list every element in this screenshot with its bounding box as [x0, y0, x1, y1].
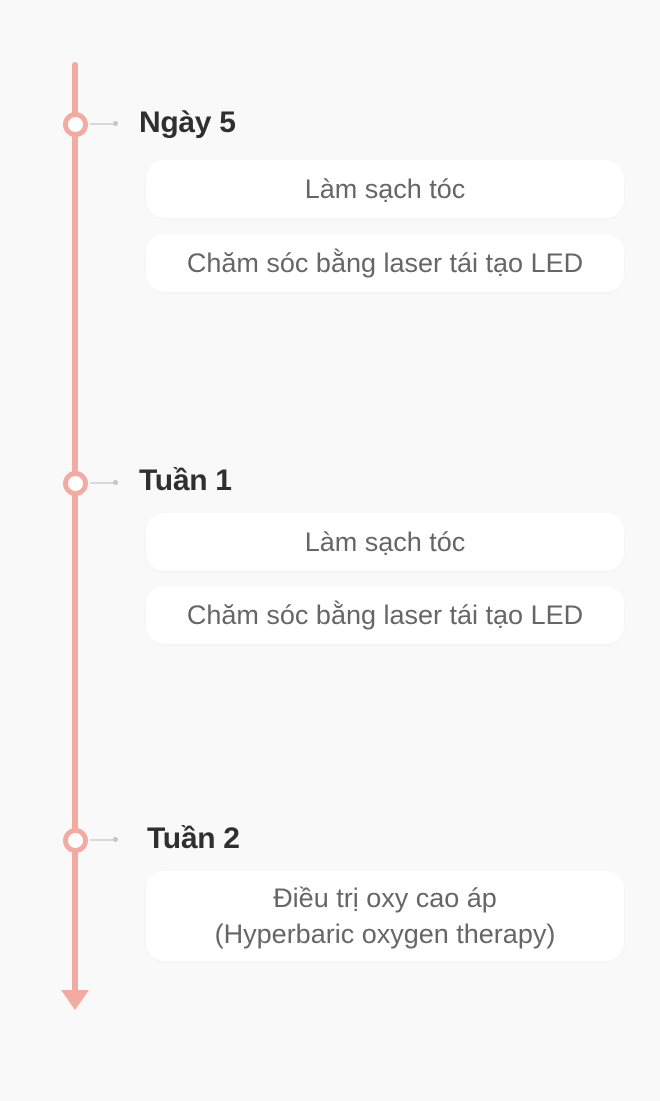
stage-connector-dot	[113, 121, 118, 126]
stage-connector	[90, 482, 114, 484]
timeline-node-icon	[63, 828, 88, 853]
stage-item-text: (Hyperbaric oxygen therapy)	[214, 919, 556, 949]
stage-item-text: Chăm sóc bằng laser tái tạo LED	[186, 600, 584, 630]
stage-title: Ngày 5	[139, 106, 236, 139]
timeline-node-icon	[63, 112, 88, 137]
stage-connector-dot	[113, 480, 118, 485]
stage-connector	[90, 123, 114, 125]
stage-title: Tuần 1	[139, 464, 232, 497]
timeline-node-icon	[63, 471, 88, 496]
stage-connector	[90, 839, 114, 841]
timeline-arrow-down-icon	[61, 990, 89, 1010]
stage-title: Tuần 2	[147, 822, 240, 855]
stage-item: Làm sạch tóc	[146, 513, 624, 571]
stage-item-text: Điều trị oxy cao áp	[273, 883, 497, 913]
stage-item: Chăm sóc bằng laser tái tạo LED	[146, 586, 624, 644]
stage-item-text: Làm sạch tóc	[304, 527, 466, 557]
stage-item: Chăm sóc bằng laser tái tạo LED	[146, 234, 624, 292]
stage-connector-dot	[113, 837, 118, 842]
stage-item-text: Làm sạch tóc	[304, 174, 466, 204]
timeline-line	[72, 62, 78, 997]
stage-item: Điều trị oxy cao áp (Hyperbaric oxygen t…	[146, 871, 624, 961]
stage-item: Làm sạch tóc	[146, 160, 624, 218]
stage-item-text: Chăm sóc bằng laser tái tạo LED	[186, 248, 584, 278]
